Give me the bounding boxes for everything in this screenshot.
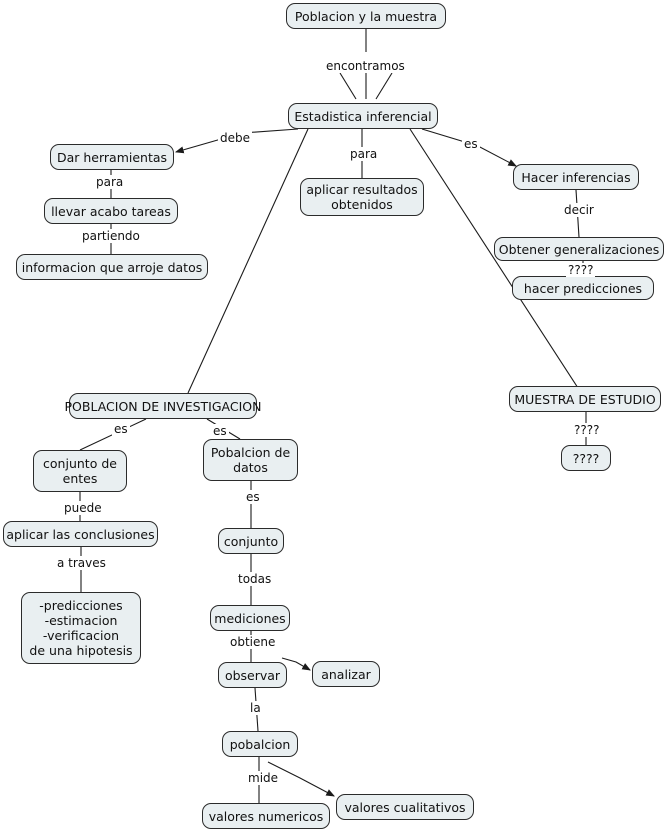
- concept-node[interactable]: conjunto: [218, 528, 284, 554]
- concept-node[interactable]: POBLACION DE INVESTIGACION: [65, 393, 262, 419]
- link-label: partiendo: [80, 229, 142, 243]
- concept-node[interactable]: pobalcion: [222, 731, 298, 757]
- link-label: ????: [566, 263, 596, 277]
- link-label: puede: [62, 501, 104, 515]
- concept-node[interactable]: Obtener generalizaciones: [494, 237, 664, 261]
- concept-node[interactable]: Estadistica inferencial: [288, 103, 438, 129]
- concept-node[interactable]: analizar: [312, 661, 380, 687]
- concept-node[interactable]: hacer predicciones: [512, 276, 654, 300]
- concept-node[interactable]: informacion que arroje datos: [16, 254, 208, 280]
- concept-node[interactable]: aplicar resultados obtenidos: [300, 178, 424, 216]
- link-label: obtiene: [228, 635, 278, 649]
- link-label: todas: [236, 572, 274, 586]
- concept-node[interactable]: aplicar las conclusiones: [3, 521, 158, 547]
- concept-node[interactable]: MUESTRA DE ESTUDIO: [509, 386, 661, 412]
- link-label: es: [462, 137, 480, 151]
- concept-node[interactable]: valores cualitativos: [336, 794, 474, 820]
- link-label: encontramos: [324, 59, 407, 73]
- link-label: para: [94, 175, 126, 189]
- concept-node[interactable]: valores numericos: [202, 803, 330, 829]
- link-label: es: [244, 490, 262, 504]
- link-label: debe: [218, 131, 252, 145]
- concept-node[interactable]: llevar acabo tareas: [44, 198, 178, 224]
- concept-node[interactable]: conjunto de entes: [33, 450, 127, 492]
- link-label: decir: [562, 203, 596, 217]
- edge-line: [339, 72, 357, 100]
- link-label: es: [211, 424, 229, 438]
- concept-node[interactable]: Pobalcion de datos: [203, 439, 298, 481]
- concept-node[interactable]: -predicciones -estimacion -verificacion …: [21, 592, 141, 664]
- concept-node[interactable]: mediciones: [210, 605, 290, 631]
- concept-node[interactable]: Poblacion y la muestra: [286, 3, 446, 29]
- link-label: ????: [572, 423, 602, 437]
- link-label: es: [112, 422, 130, 436]
- link-label: para: [348, 147, 380, 161]
- link-label: mide: [246, 771, 281, 785]
- concept-node[interactable]: Hacer inferencias: [513, 164, 639, 190]
- link-label: la: [248, 701, 263, 715]
- link-label: a traves: [55, 556, 108, 570]
- concept-node[interactable]: ????: [561, 445, 611, 471]
- concept-node[interactable]: observar: [218, 662, 287, 688]
- concept-node[interactable]: Dar herramientas: [50, 144, 174, 170]
- edge-line: [375, 72, 393, 100]
